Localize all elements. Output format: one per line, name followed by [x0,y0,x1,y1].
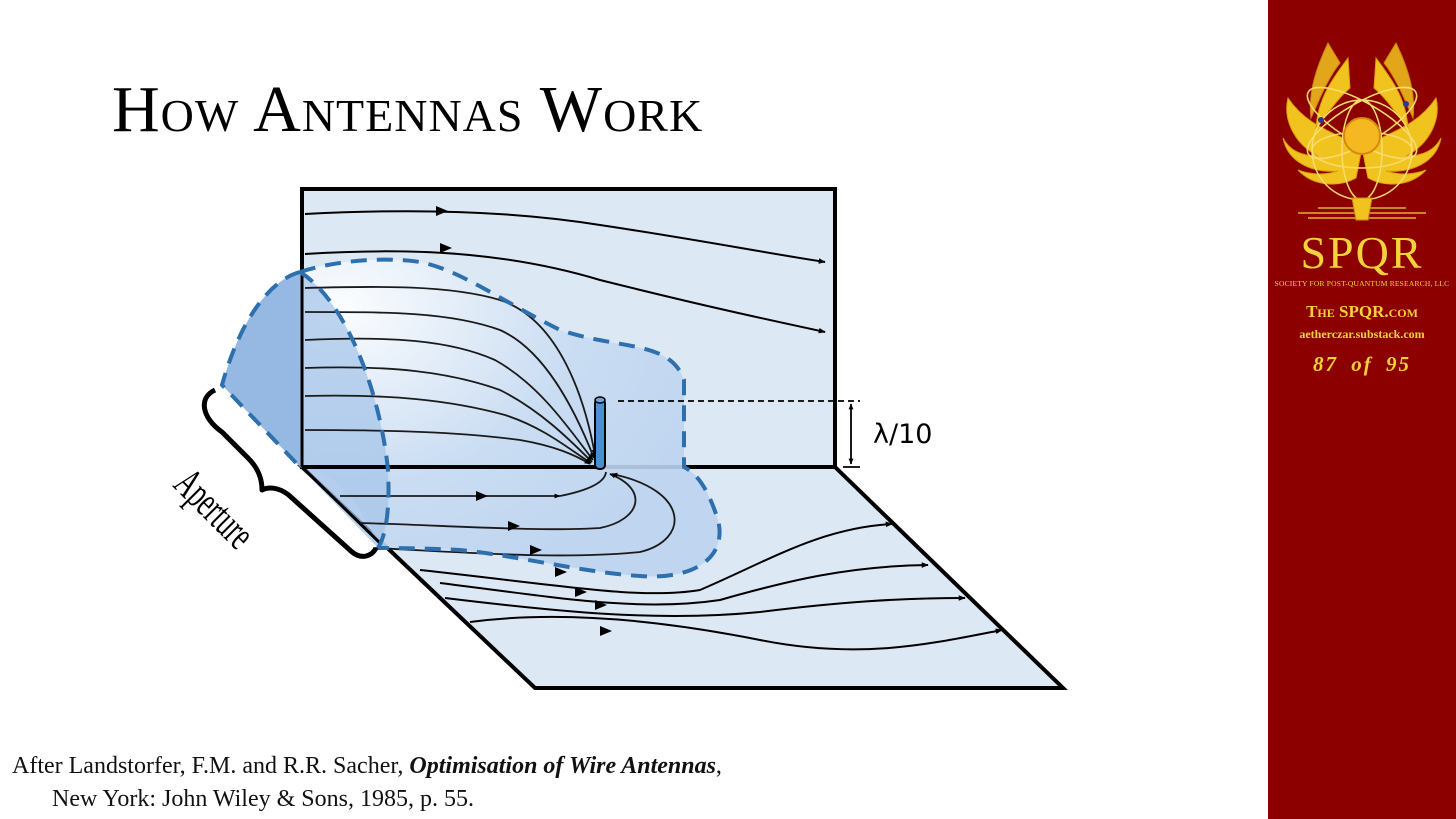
flow-arrows [436,206,612,636]
citation: After Landstorfer, F.M. and R.R. Sacher,… [12,750,722,816]
brand-subtitle: SOCIETY FOR POST-QUANTUM RESEARCH, LLC [1274,279,1450,288]
citation-suffix: , [715,753,722,779]
page-of: of [1351,352,1373,376]
capture-region [300,259,720,577]
field-lines-ground [419,521,1003,651]
field-lines-upper [304,210,826,334]
page-counter: 87 of 95 [1268,352,1456,377]
citation-book-title: Optimisation of Wire Antennas [409,753,716,779]
field-lines-converging [304,285,597,465]
aperture-disc [222,272,300,467]
brand-sidebar: SPQR SOCIETY FOR POST-QUANTUM RESEARCH, … [1268,0,1456,819]
citation-line2: New York: John Wiley & Sons, 1985, p. 55… [52,786,474,812]
page-total: 95 [1386,352,1411,376]
capture-boundary [299,257,722,579]
field-lines-looping [340,471,676,557]
antenna-monopole [594,396,606,470]
slide-title: How Antennas Work [112,73,704,146]
website-link[interactable]: The SPQR.com [1306,302,1418,321]
substack-link[interactable]: aetherczar.substack.com [1299,327,1425,341]
aperture-brace [201,387,379,559]
height-dimension [618,400,860,468]
brand-name: SPQR [1300,227,1424,278]
spqr-logo-icon [1282,41,1442,221]
height-label: λ/10 [873,419,932,450]
citation-prefix: After Landstorfer, F.M. and R.R. Sacher, [12,753,410,779]
antenna-field-diagram: λ/10 Aperture [165,187,1068,690]
aperture-label: Aperture [165,459,264,558]
page-current: 87 [1313,352,1338,376]
